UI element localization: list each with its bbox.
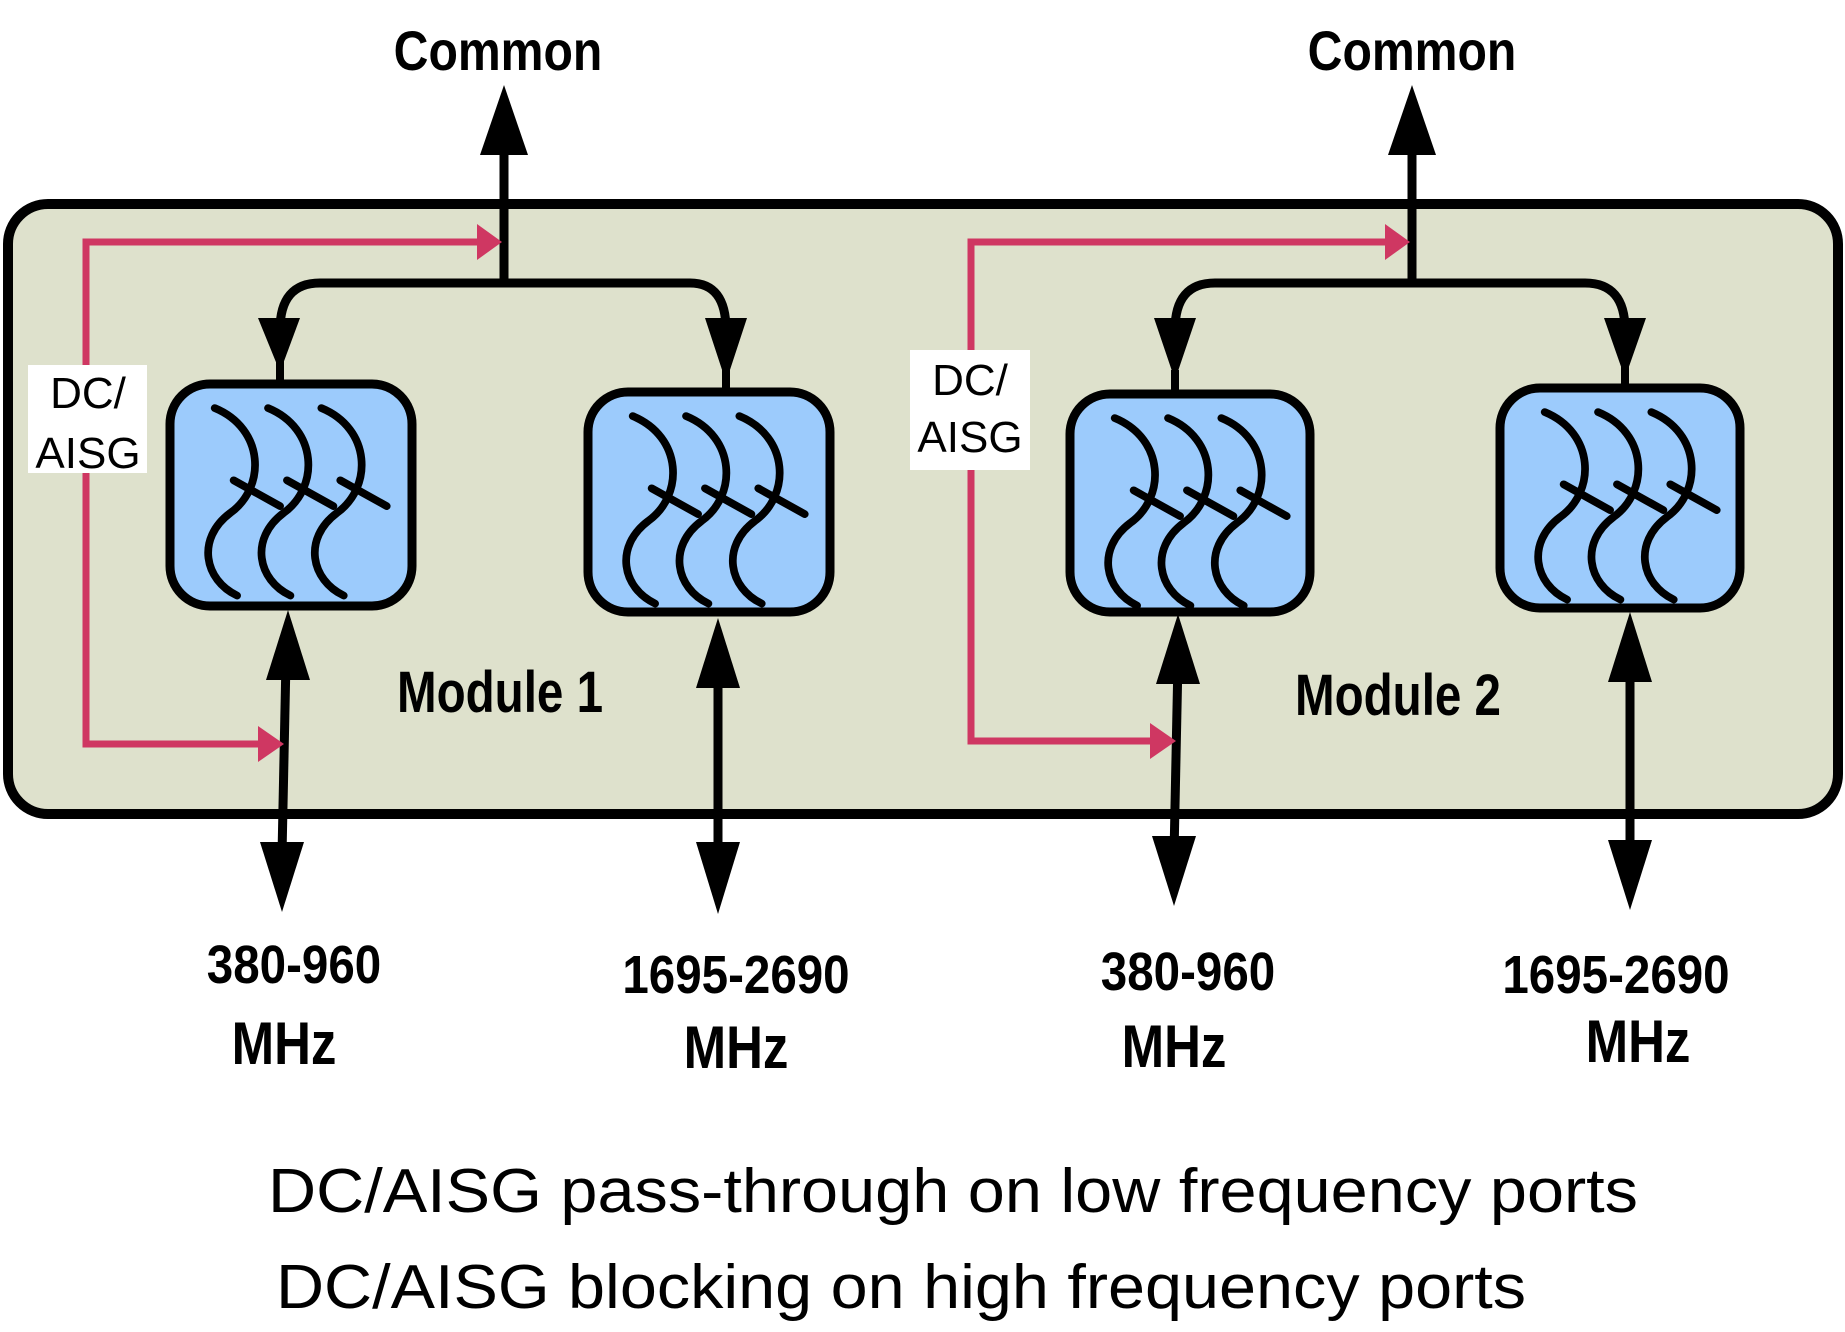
common-label-1: Common (394, 21, 603, 83)
branch-line-1 (275, 278, 731, 331)
common-arrow-head-2 (1388, 85, 1436, 155)
dc-aisg-label-1a: DC/ (50, 369, 127, 418)
dc-aisg-path-1 (82, 238, 482, 748)
port-arrow-down-1-low (260, 842, 304, 912)
port-line-2-low (1169, 659, 1183, 856)
diplexer-housing (3, 199, 1843, 819)
port-arrow-down-1-high (696, 842, 740, 914)
dc-arrow-port-2 (1150, 723, 1176, 759)
dc-aisg-label-2a: DC/ (932, 356, 1009, 405)
port-unit-1-low: MHz (232, 1010, 337, 1077)
filter-low-2 (1065, 389, 1315, 617)
port-unit-1-high: MHz (684, 1014, 789, 1081)
common-arrow-head-1 (480, 85, 528, 155)
dc-aisg-label-bg-1 (28, 365, 147, 473)
port-freq-2-high: 1695-2690 (1502, 944, 1729, 1005)
branch-line-2 (1170, 278, 1630, 331)
module-label-1: Module 1 (397, 661, 603, 726)
caption-pass-through: DC/AISG pass-through on low frequency po… (268, 1157, 1638, 1226)
port-arrow-up-2-low (1156, 614, 1200, 684)
filter-low-1 (165, 379, 417, 611)
module-label-2: Module 2 (1295, 664, 1501, 729)
filter-high-1 (583, 387, 835, 617)
port-arrow-up-1-high (696, 618, 740, 688)
port-arrow-up-2-high (1608, 612, 1652, 682)
dc-aisg-label-1b: AISG (35, 429, 140, 478)
dc-aisg-label-2b: AISG (917, 413, 1022, 462)
arrow-to-filter-2a (1154, 318, 1196, 380)
port-arrow-down-2-high (1608, 840, 1652, 910)
port-unit-2-high: MHz (1586, 1008, 1691, 1075)
port-arrow-down-2-low (1152, 836, 1196, 906)
dc-arrow-port-1 (258, 726, 284, 762)
dc-arrow-common-1 (477, 224, 502, 260)
port-freq-2-low: 380-960 (1101, 941, 1275, 1002)
common-label-2: Common (1308, 21, 1517, 83)
port-freq-1-high: 1695-2690 (622, 944, 849, 1005)
port-arrow-up-1-low (266, 610, 310, 680)
arrow-to-filter-2b (1604, 318, 1646, 378)
dc-aisg-path-2 (967, 238, 1390, 745)
filter-high-2 (1495, 383, 1745, 613)
port-freq-1-low: 380-960 (207, 934, 381, 995)
arrow-to-filter-1b (705, 318, 747, 382)
port-line-1-low (277, 659, 291, 856)
module-2: DC/ AISG Common Module 2 380-960 MHz 169… (910, 21, 1745, 1080)
dc-arrow-common-2 (1385, 224, 1410, 260)
module-1: DC/ AISG Common Module 1 380-960 MHz 169… (28, 21, 850, 1081)
caption-blocking: DC/AISG blocking on high frequency ports (276, 1253, 1526, 1322)
dc-aisg-label-bg-2 (910, 350, 1030, 470)
arrow-to-filter-1a (258, 318, 300, 372)
port-unit-2-low: MHz (1122, 1013, 1227, 1080)
